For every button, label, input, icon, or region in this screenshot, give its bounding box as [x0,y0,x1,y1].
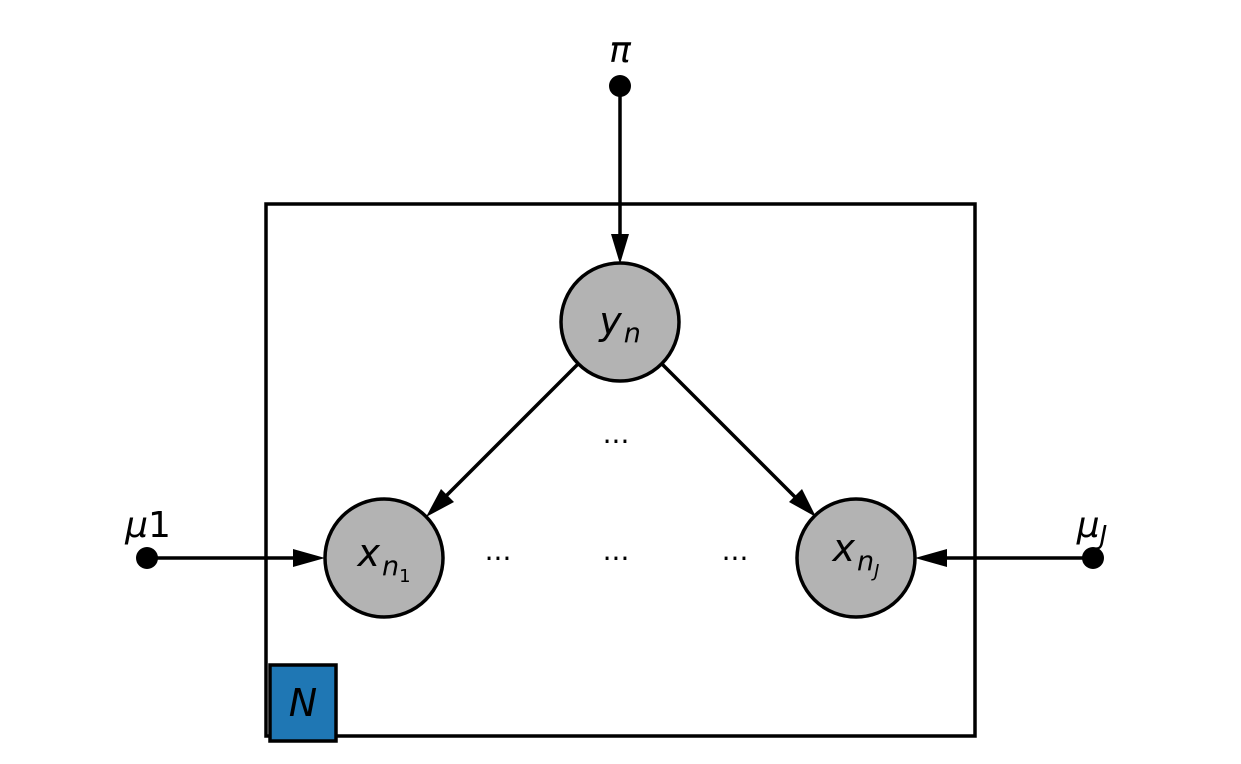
plate-label-box [268,663,338,743]
ellipsis-center: ... [603,534,630,567]
arrowhead-y-to-xJ [789,489,816,517]
ellipsis-right: ... [722,534,749,567]
arrowhead-pi-to-y [611,234,629,264]
node-mu1-dot [136,547,158,569]
plate-label: N [289,681,317,725]
node-x1-circle [323,497,445,619]
edges [147,86,1093,560]
label-x1: xn1 [356,531,410,587]
edge-y-to-xJ [660,362,799,501]
label-mu1: μ1 [124,505,171,546]
label-pi: π [609,30,632,71]
node-muJ-dot [1082,547,1104,569]
arrowhead-muJ-to-xJ [915,549,947,567]
arrowhead-mu1-to-x1 [293,549,325,567]
edge-y-to-x1 [444,362,580,498]
ellipsis-middle: ... [603,417,630,450]
ellipses: ... ... ... ... [485,417,749,567]
label-muJ: μJ [1076,505,1108,551]
label-y: yn [598,299,641,349]
arrowheads [293,234,947,567]
node-pi-dot [609,75,631,97]
label-xJ: xnJ [832,526,880,582]
node-y-circle [559,261,681,383]
ellipsis-left: ... [485,534,512,567]
node-xJ-circle [795,497,917,619]
arrowhead-y-to-x1 [426,489,454,517]
